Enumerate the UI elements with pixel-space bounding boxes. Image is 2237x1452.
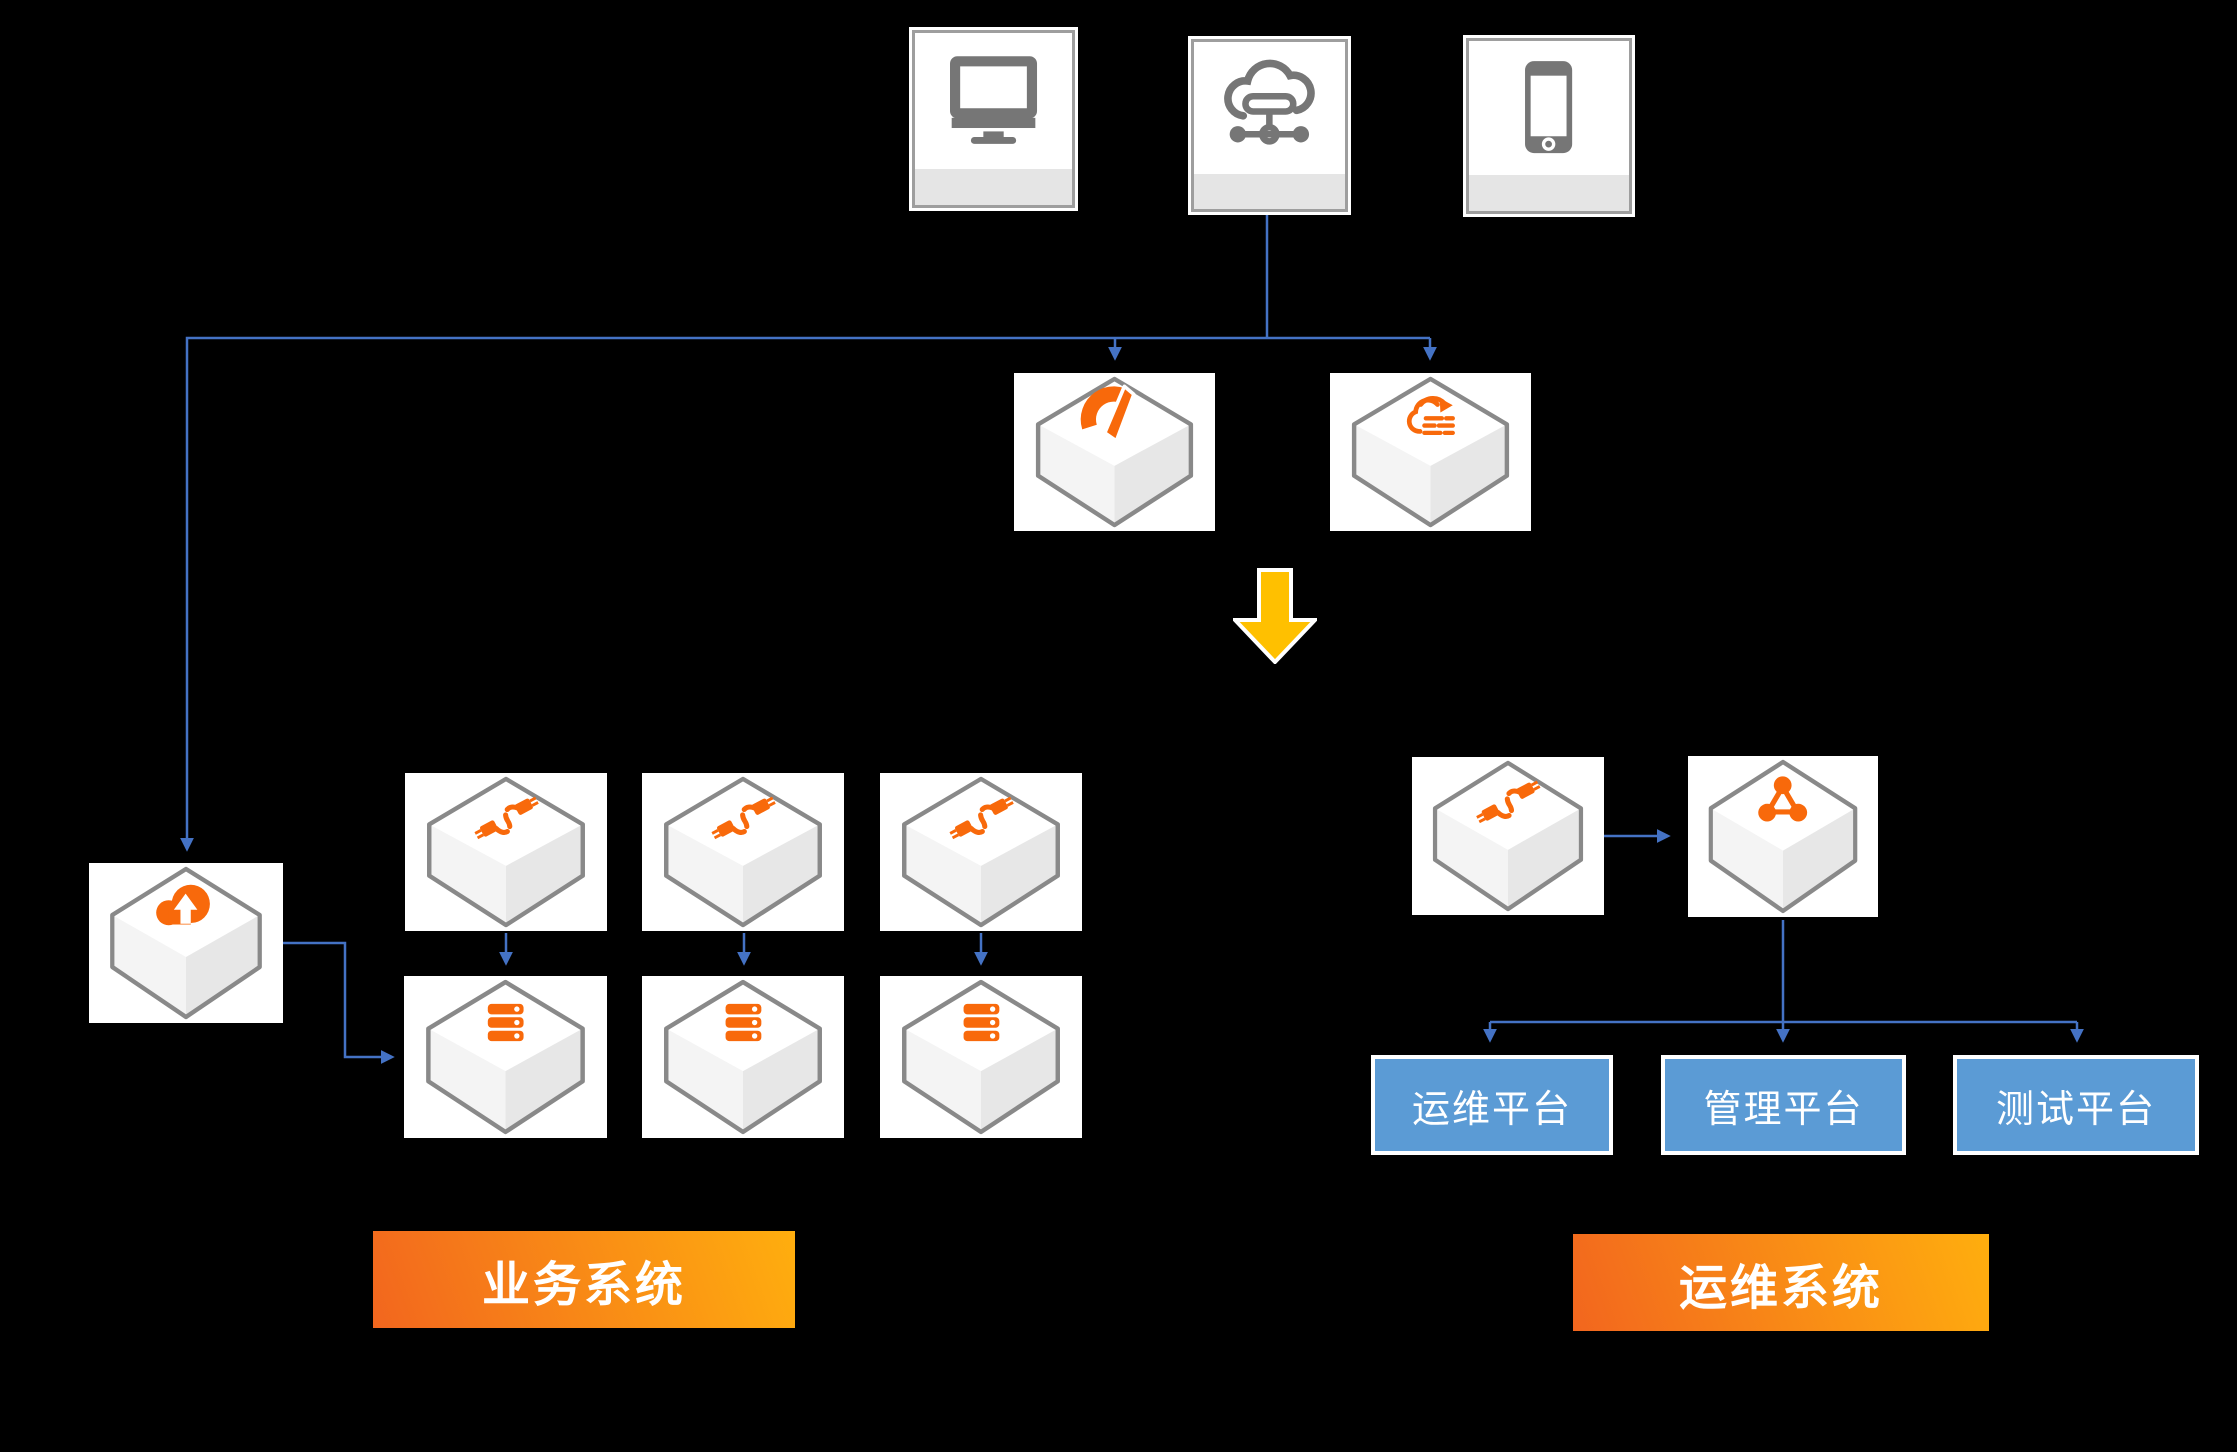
cloud-network-icon — [1215, 52, 1324, 162]
node-connector-2 — [642, 773, 844, 931]
server-stack-icon — [697, 986, 790, 1061]
node-user-desktop — [909, 27, 1078, 211]
cable-connection-icon — [1464, 766, 1552, 839]
platform-box-test: 测试平台 — [1953, 1055, 2199, 1155]
banner-business-system-label: 业务系统 — [481, 1258, 686, 1312]
node-connector-1 — [405, 773, 607, 931]
node-server-2 — [642, 976, 844, 1138]
node-cloud-upload — [89, 863, 283, 1023]
desktop-monitor-icon — [937, 43, 1050, 157]
node-server-1 — [404, 976, 607, 1138]
platform-box-mgmt: 管理平台 — [1661, 1055, 1906, 1155]
banner-ops-system-label: 运维系统 — [1678, 1261, 1883, 1315]
node-share-network — [1688, 756, 1878, 917]
platform-box-ops-label: 运维平台 — [1411, 1088, 1572, 1131]
node-connector-right — [1412, 757, 1604, 915]
node-gauge-monitor — [1014, 373, 1215, 531]
platform-box-ops: 运维平台 — [1371, 1055, 1613, 1155]
device-tile-strip — [1469, 175, 1629, 211]
platform-box-mgmt-label: 管理平台 — [1703, 1088, 1864, 1131]
big-down-arrow-icon — [1233, 568, 1317, 664]
server-stack-icon — [459, 986, 552, 1061]
cloud-upload-icon — [141, 873, 230, 947]
share-network-icon — [1739, 766, 1826, 840]
smartphone-icon — [1491, 51, 1606, 163]
device-tile-strip — [1194, 173, 1345, 209]
node-user-mobile — [1463, 35, 1635, 217]
device-tile-strip — [915, 168, 1072, 205]
node-connector-3 — [880, 773, 1082, 931]
platform-box-test-label: 测试平台 — [1995, 1088, 2156, 1131]
server-stack-icon — [935, 986, 1028, 1061]
banner-business-system: 业务系统 — [373, 1231, 795, 1328]
cable-connection-icon — [697, 782, 790, 855]
cable-connection-icon — [460, 782, 553, 855]
cloud-sync-logs-icon — [1384, 382, 1476, 455]
gauge-dashboard-icon — [1068, 382, 1160, 455]
node-user-cloud — [1188, 36, 1351, 215]
banner-ops-system: 运维系统 — [1573, 1234, 1989, 1331]
cable-connection-icon — [935, 782, 1028, 855]
node-cloud-data-sync — [1330, 373, 1531, 531]
node-server-3 — [880, 976, 1082, 1138]
